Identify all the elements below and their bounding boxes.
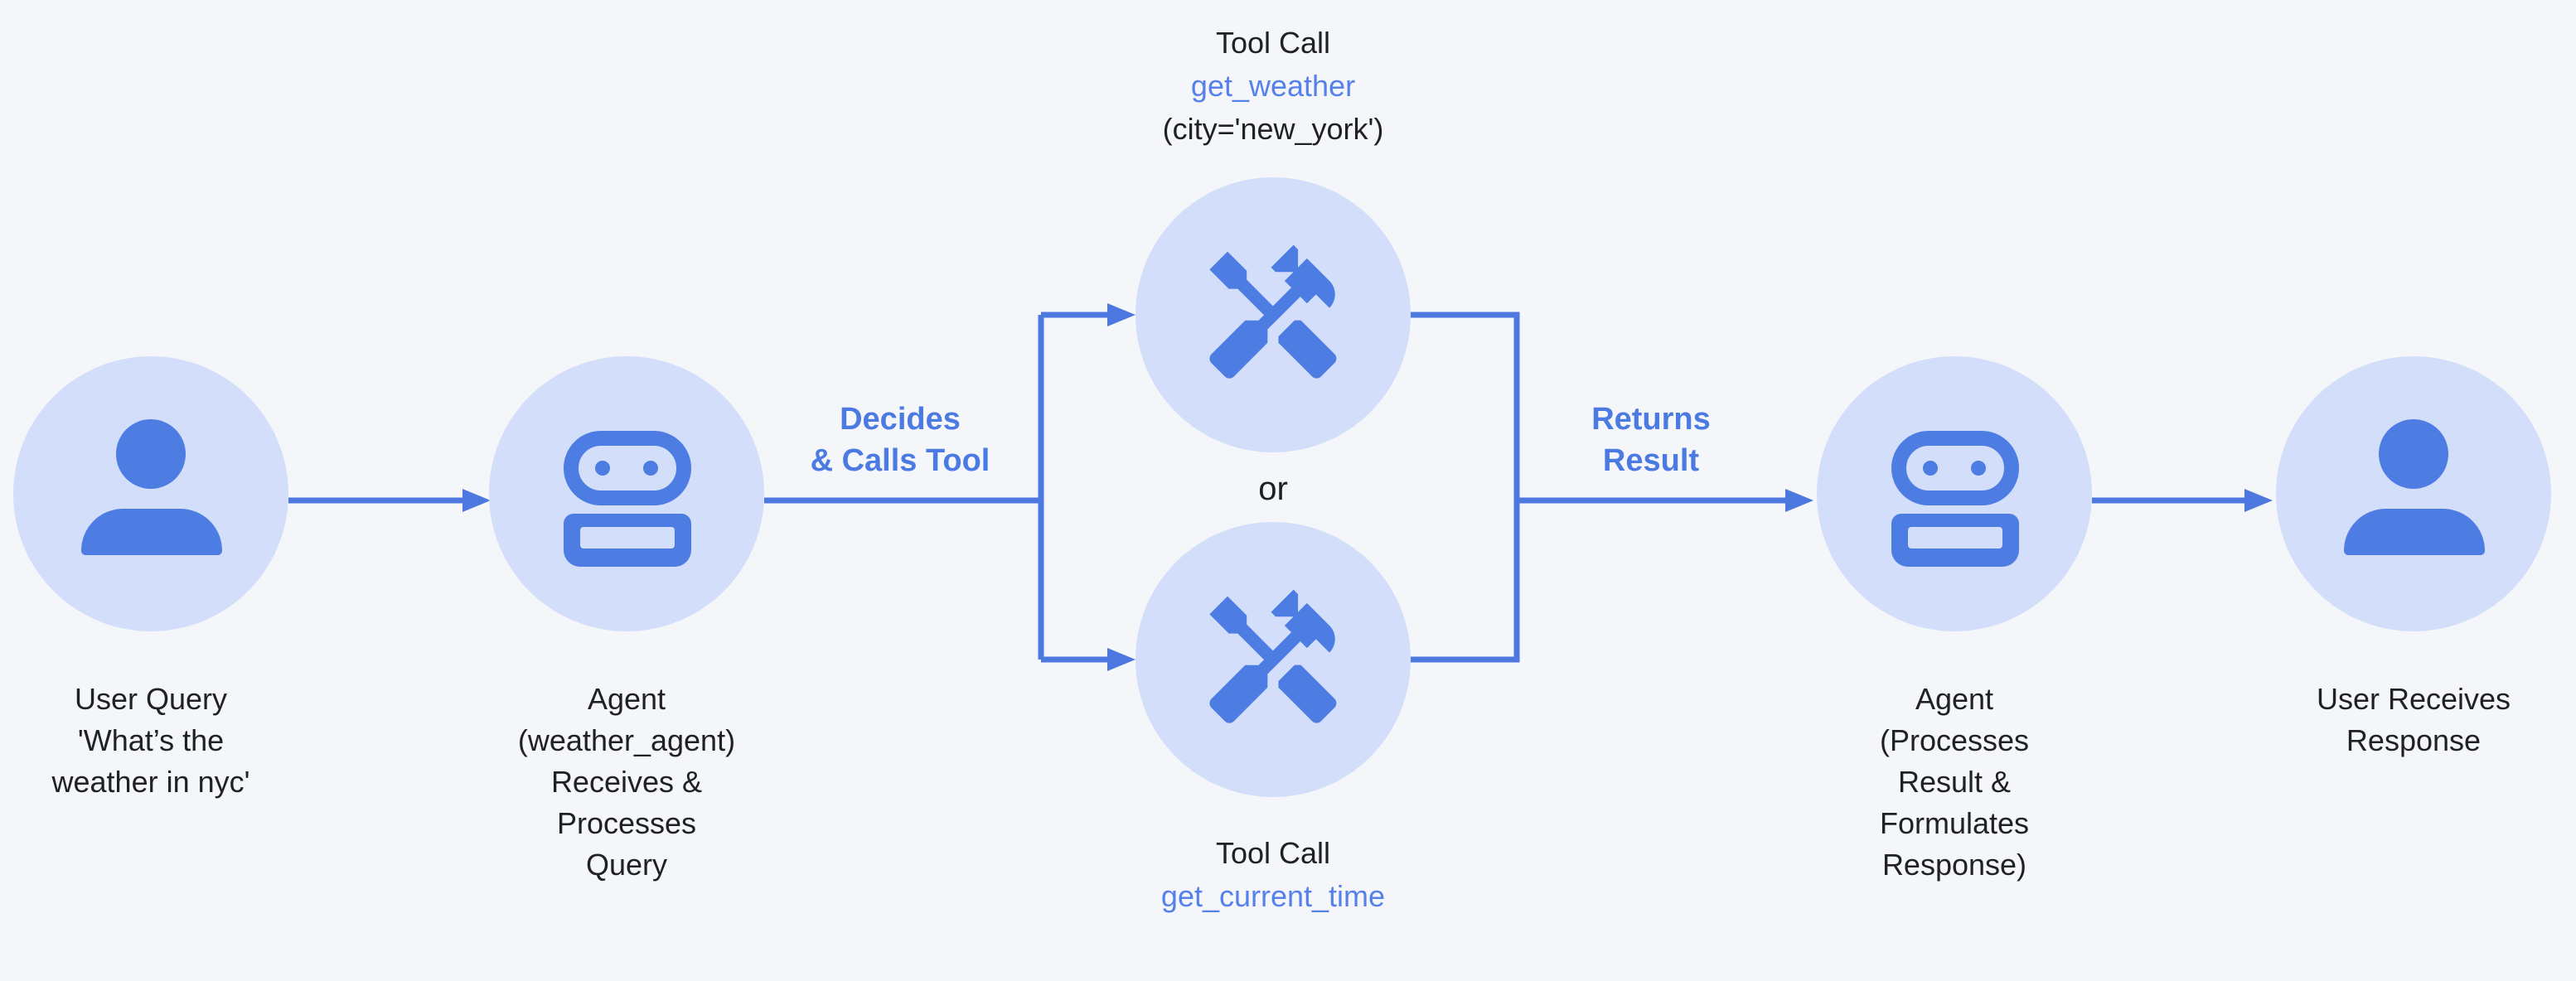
label-agent-receives: Agent (weather_agent) Receives & Process… [517,683,736,882]
robot-icon [563,431,690,567]
edge-label-returns: Returns Result [1591,403,1711,479]
robot-icon [1891,431,2018,567]
node-user-query [13,356,288,631]
node-agent-processes [1817,356,2092,631]
label-user-receives: User Receives Response [2316,683,2511,757]
line-join [1411,312,1520,663]
person-icon [80,419,221,555]
node-tool-get-weather [1135,177,1411,452]
person-icon [2343,419,2484,555]
label-tool-get-weather: Tool Call get_weather (city='new_york') [1162,27,1384,146]
node-user-receives [2276,356,2551,631]
handyman-icon [1209,589,1337,723]
label-user-query: User Query 'What’s the weather in nyc' [51,683,250,799]
edge-label-decides: Decides & Calls Tool [810,403,990,479]
label-tool-get-current-time: Tool Call get_current_time [1160,837,1386,913]
label-agent-processes: Agent (Processes Result & Formulates Res… [1879,683,2030,882]
node-agent-receives [489,356,764,631]
handyman-icon [1209,244,1337,379]
node-tool-get-current-time [1135,522,1411,797]
or-label: or [1258,471,1288,508]
